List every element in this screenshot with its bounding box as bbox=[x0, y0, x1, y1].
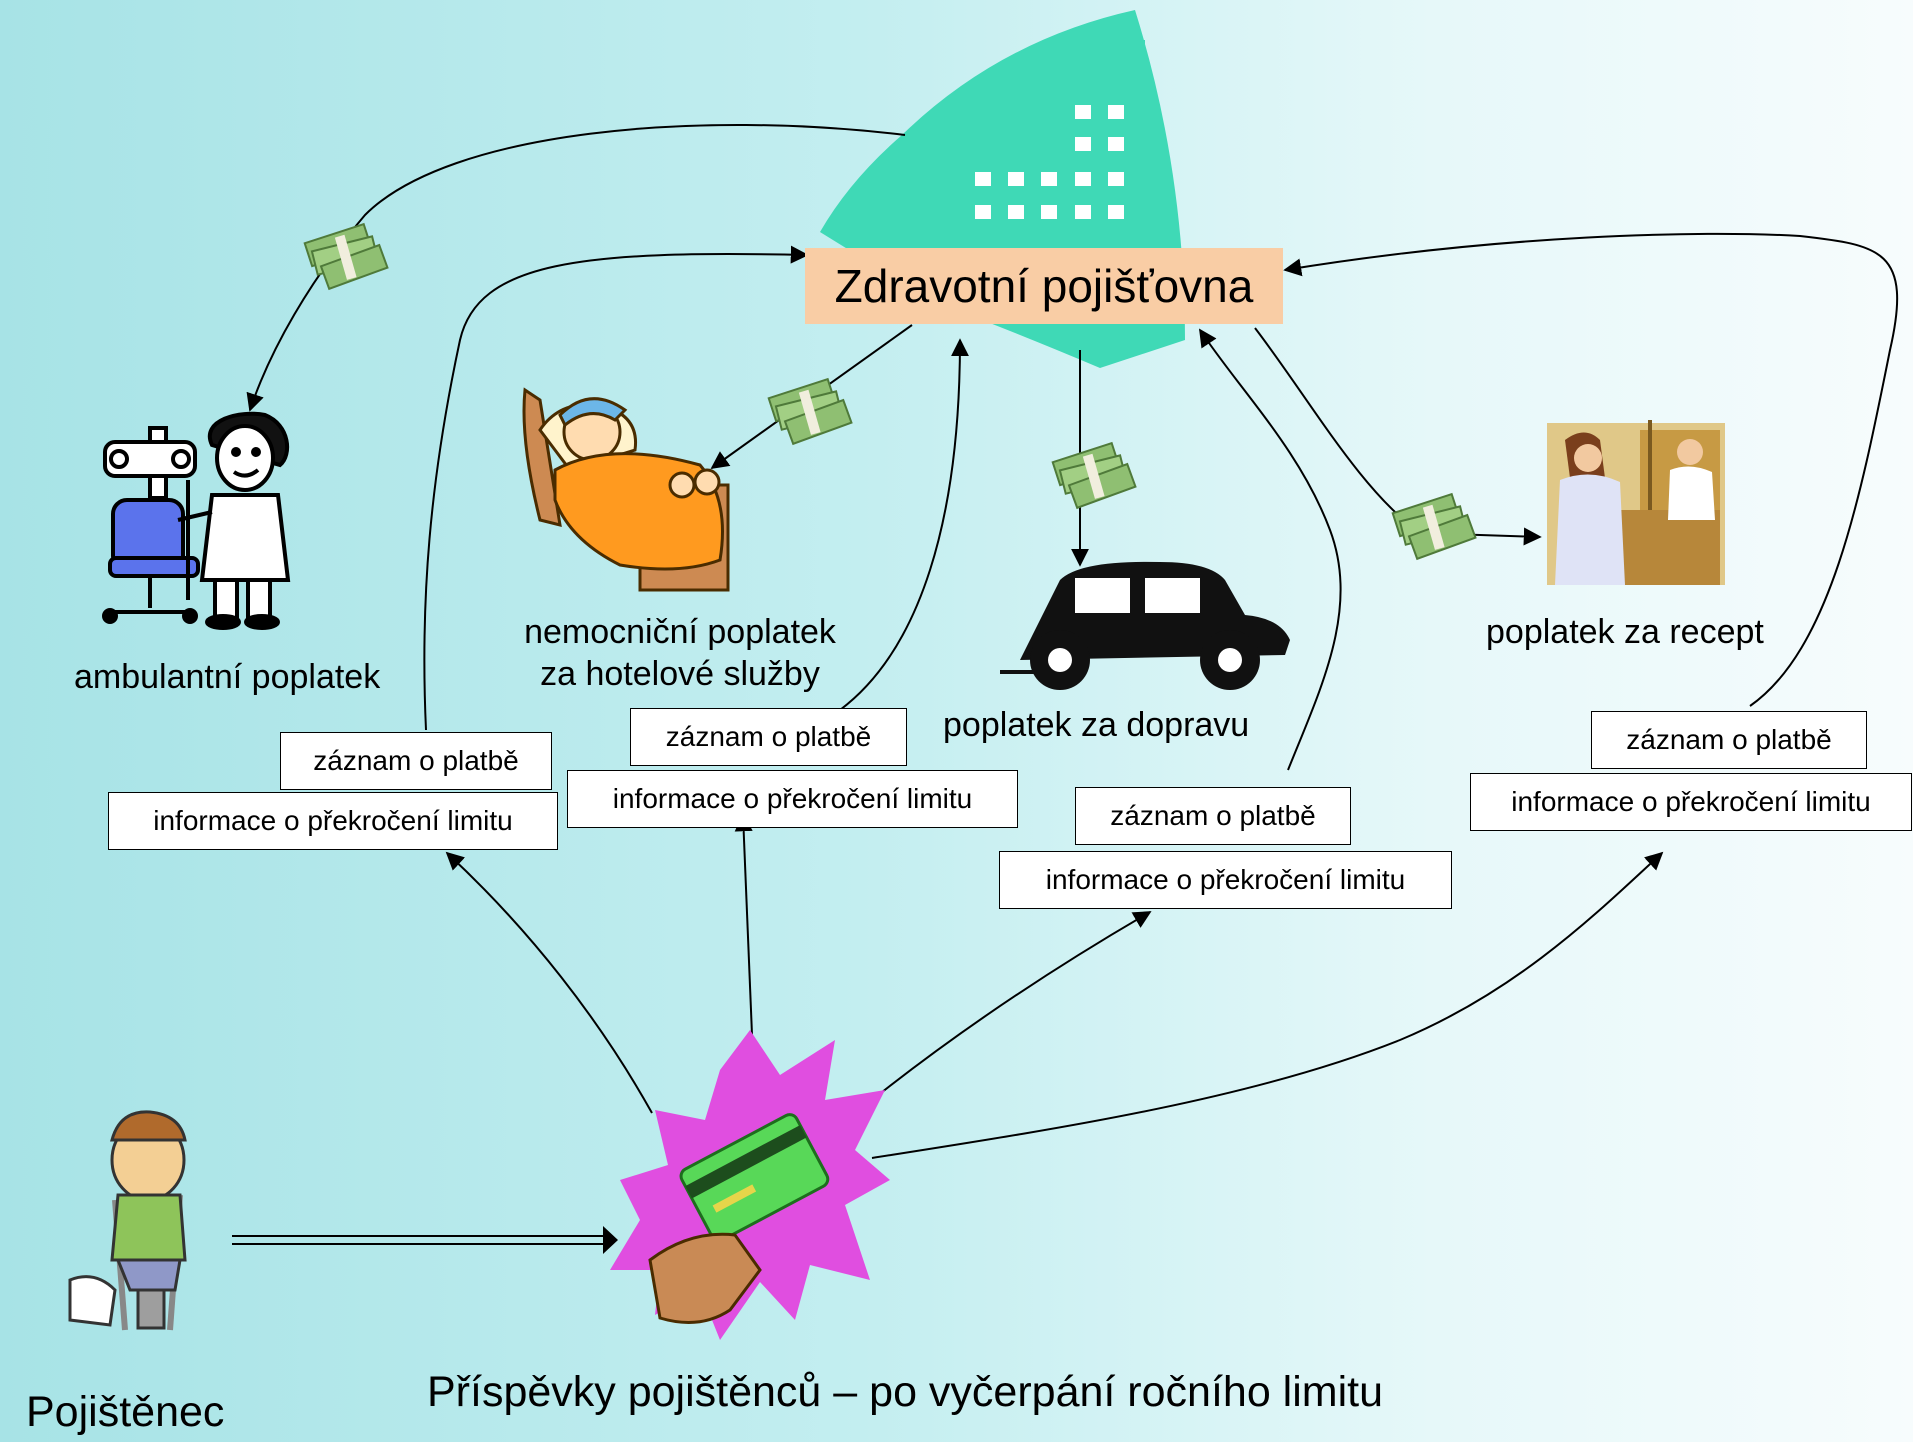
flow-arrows bbox=[246, 124, 1899, 1159]
ophthalmologist-icon bbox=[102, 411, 291, 630]
diagram-caption: Příspěvky pojištěnců – po vyčerpání ročn… bbox=[427, 1368, 1384, 1416]
payment-record-box: záznam o platbě bbox=[1591, 711, 1867, 769]
insured-person-label: Pojištěnec bbox=[26, 1388, 225, 1436]
ambulant-fee-label: ambulantní poplatek bbox=[74, 658, 381, 696]
money-stack-icon bbox=[1391, 493, 1477, 560]
double-arrow bbox=[232, 1226, 618, 1254]
limit-info-box: informace o překročení limitu bbox=[108, 792, 558, 850]
money-stack-icon bbox=[1051, 442, 1137, 509]
sick-patient-bed-icon bbox=[522, 387, 730, 592]
payment-record-box: záznam o platbě bbox=[1075, 787, 1351, 845]
limit-info-box: informace o překročení limitu bbox=[999, 851, 1452, 909]
credit-card-burst-icon bbox=[610, 1030, 890, 1340]
injured-boy-crutches-icon bbox=[68, 1110, 187, 1331]
hospital-fee-label-line1: nemocniční poplatek bbox=[524, 613, 836, 651]
payment-record-box: záznam o platbě bbox=[630, 708, 907, 766]
limit-info-box: informace o překročení limitu bbox=[567, 770, 1018, 828]
money-stack-icon bbox=[767, 378, 853, 445]
prescription-fee-label: poplatek za recept bbox=[1486, 613, 1764, 651]
pharmacy-counter-icon bbox=[1547, 420, 1725, 585]
payment-record-box: záznam o platbě bbox=[280, 732, 552, 790]
limit-info-box: informace o překročení limitu bbox=[1470, 773, 1912, 831]
insurer-box: Zdravotní pojišťovna bbox=[805, 248, 1283, 324]
transport-fee-label: poplatek za dopravu bbox=[943, 706, 1250, 744]
vintage-car-icon bbox=[1000, 561, 1290, 690]
hospital-fee-label-line2: za hotelové služby bbox=[540, 655, 820, 693]
